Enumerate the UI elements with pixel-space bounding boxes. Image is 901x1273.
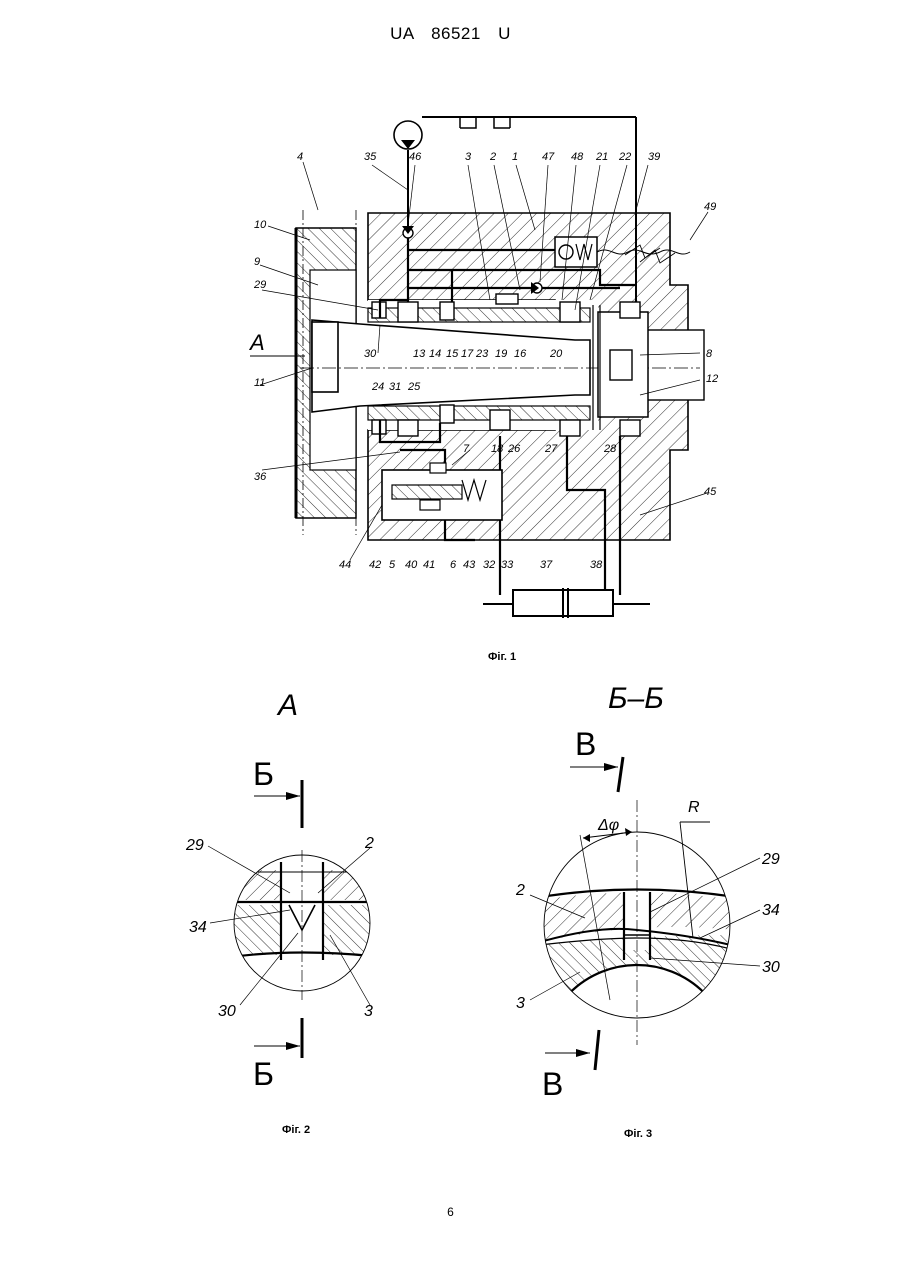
ref-7: 7: [463, 443, 470, 455]
ref-18: 18: [491, 443, 504, 455]
fig3-cut-label-bottom: В: [542, 1066, 563, 1102]
ref-38: 38: [590, 559, 603, 571]
ref-17: 17: [461, 348, 474, 360]
ref-37: 37: [540, 559, 553, 571]
ref-45: 45: [704, 486, 717, 498]
ref-10: 10: [254, 219, 267, 231]
ref-23: 23: [475, 348, 489, 360]
ref-30: 30: [364, 348, 377, 360]
fig2-cut-label-top: Б: [253, 756, 274, 792]
figure-2: А Б Б 29 2 34 30: [185, 689, 380, 1092]
ref-16: 16: [514, 348, 527, 360]
fig3-ref-34: 34: [762, 902, 780, 919]
ref-6: 6: [450, 559, 457, 571]
ref-12: 12: [706, 373, 718, 385]
ref-20: 20: [549, 348, 563, 360]
ref-25: 25: [407, 381, 421, 393]
fig2-cut-label-bottom: Б: [253, 1056, 274, 1092]
fig3-ref-30: 30: [762, 959, 780, 976]
ref-35: 35: [364, 151, 377, 163]
ref-24: 24: [371, 381, 384, 393]
ref-29: 29: [253, 279, 266, 291]
ref-28: 28: [603, 443, 617, 455]
ref-47: 47: [542, 151, 555, 163]
ref-8: 8: [706, 348, 713, 360]
ref-41: 41: [423, 559, 435, 571]
fig2-ref-30: 30: [218, 1003, 236, 1020]
ref-1: 1: [512, 151, 518, 163]
ref-33: 33: [501, 559, 514, 571]
ref-22: 22: [618, 151, 631, 163]
page-number: 6: [0, 1205, 901, 1219]
ref-5: 5: [389, 559, 396, 571]
fig2-caption: Фіг. 2: [282, 1124, 310, 1136]
figure-3: Б–Б В В: [515, 682, 780, 1155]
ref-11: 11: [254, 377, 265, 389]
section-label-a: А: [248, 330, 265, 355]
ref-19: 19: [495, 348, 507, 360]
fig2-ref-3: 3: [364, 1003, 373, 1020]
ref-2: 2: [489, 151, 496, 163]
ref-31: 31: [389, 381, 401, 393]
ref-42: 42: [369, 559, 381, 571]
ref-4: 4: [297, 151, 303, 163]
ref-27: 27: [544, 443, 558, 455]
fig3-cut-label-top: В: [575, 726, 596, 762]
ref-39: 39: [648, 151, 660, 163]
fig3-ref-3: 3: [516, 995, 525, 1012]
ref-43: 43: [463, 559, 476, 571]
fig2-ref-34: 34: [189, 919, 207, 936]
fig3-ref-2: 2: [515, 882, 525, 899]
ref-21: 21: [595, 151, 608, 163]
ref-26: 26: [507, 443, 521, 455]
ref-9: 9: [254, 256, 260, 268]
fig3-title: Б–Б: [608, 682, 664, 715]
fig1-caption: Фіг. 1: [488, 651, 516, 663]
fig2-ref-2: 2: [364, 835, 374, 852]
ref-3: 3: [465, 151, 472, 163]
ref-32: 32: [483, 559, 495, 571]
fig2-ref-29: 29: [185, 837, 204, 854]
ref-40: 40: [405, 559, 418, 571]
ref-48: 48: [571, 151, 584, 163]
ref-49: 49: [704, 201, 716, 213]
fig3-radius-label: R: [688, 799, 700, 816]
ref-46: 46: [409, 151, 422, 163]
ref-44: 44: [339, 559, 351, 571]
ref-13: 13: [413, 348, 426, 360]
fig3-caption: Фіг. 3: [624, 1128, 652, 1140]
ref-15: 15: [446, 348, 459, 360]
fig3-ref-29: 29: [761, 851, 780, 868]
ref-14: 14: [429, 348, 441, 360]
fig2-title: А: [276, 689, 298, 722]
fig3-angle-label: Δφ: [597, 817, 619, 834]
ref-36: 36: [254, 471, 267, 483]
figure-1: А 4 35 46 3 2 1 47 48 21 22 39 49 10 9 2…: [248, 117, 718, 618]
